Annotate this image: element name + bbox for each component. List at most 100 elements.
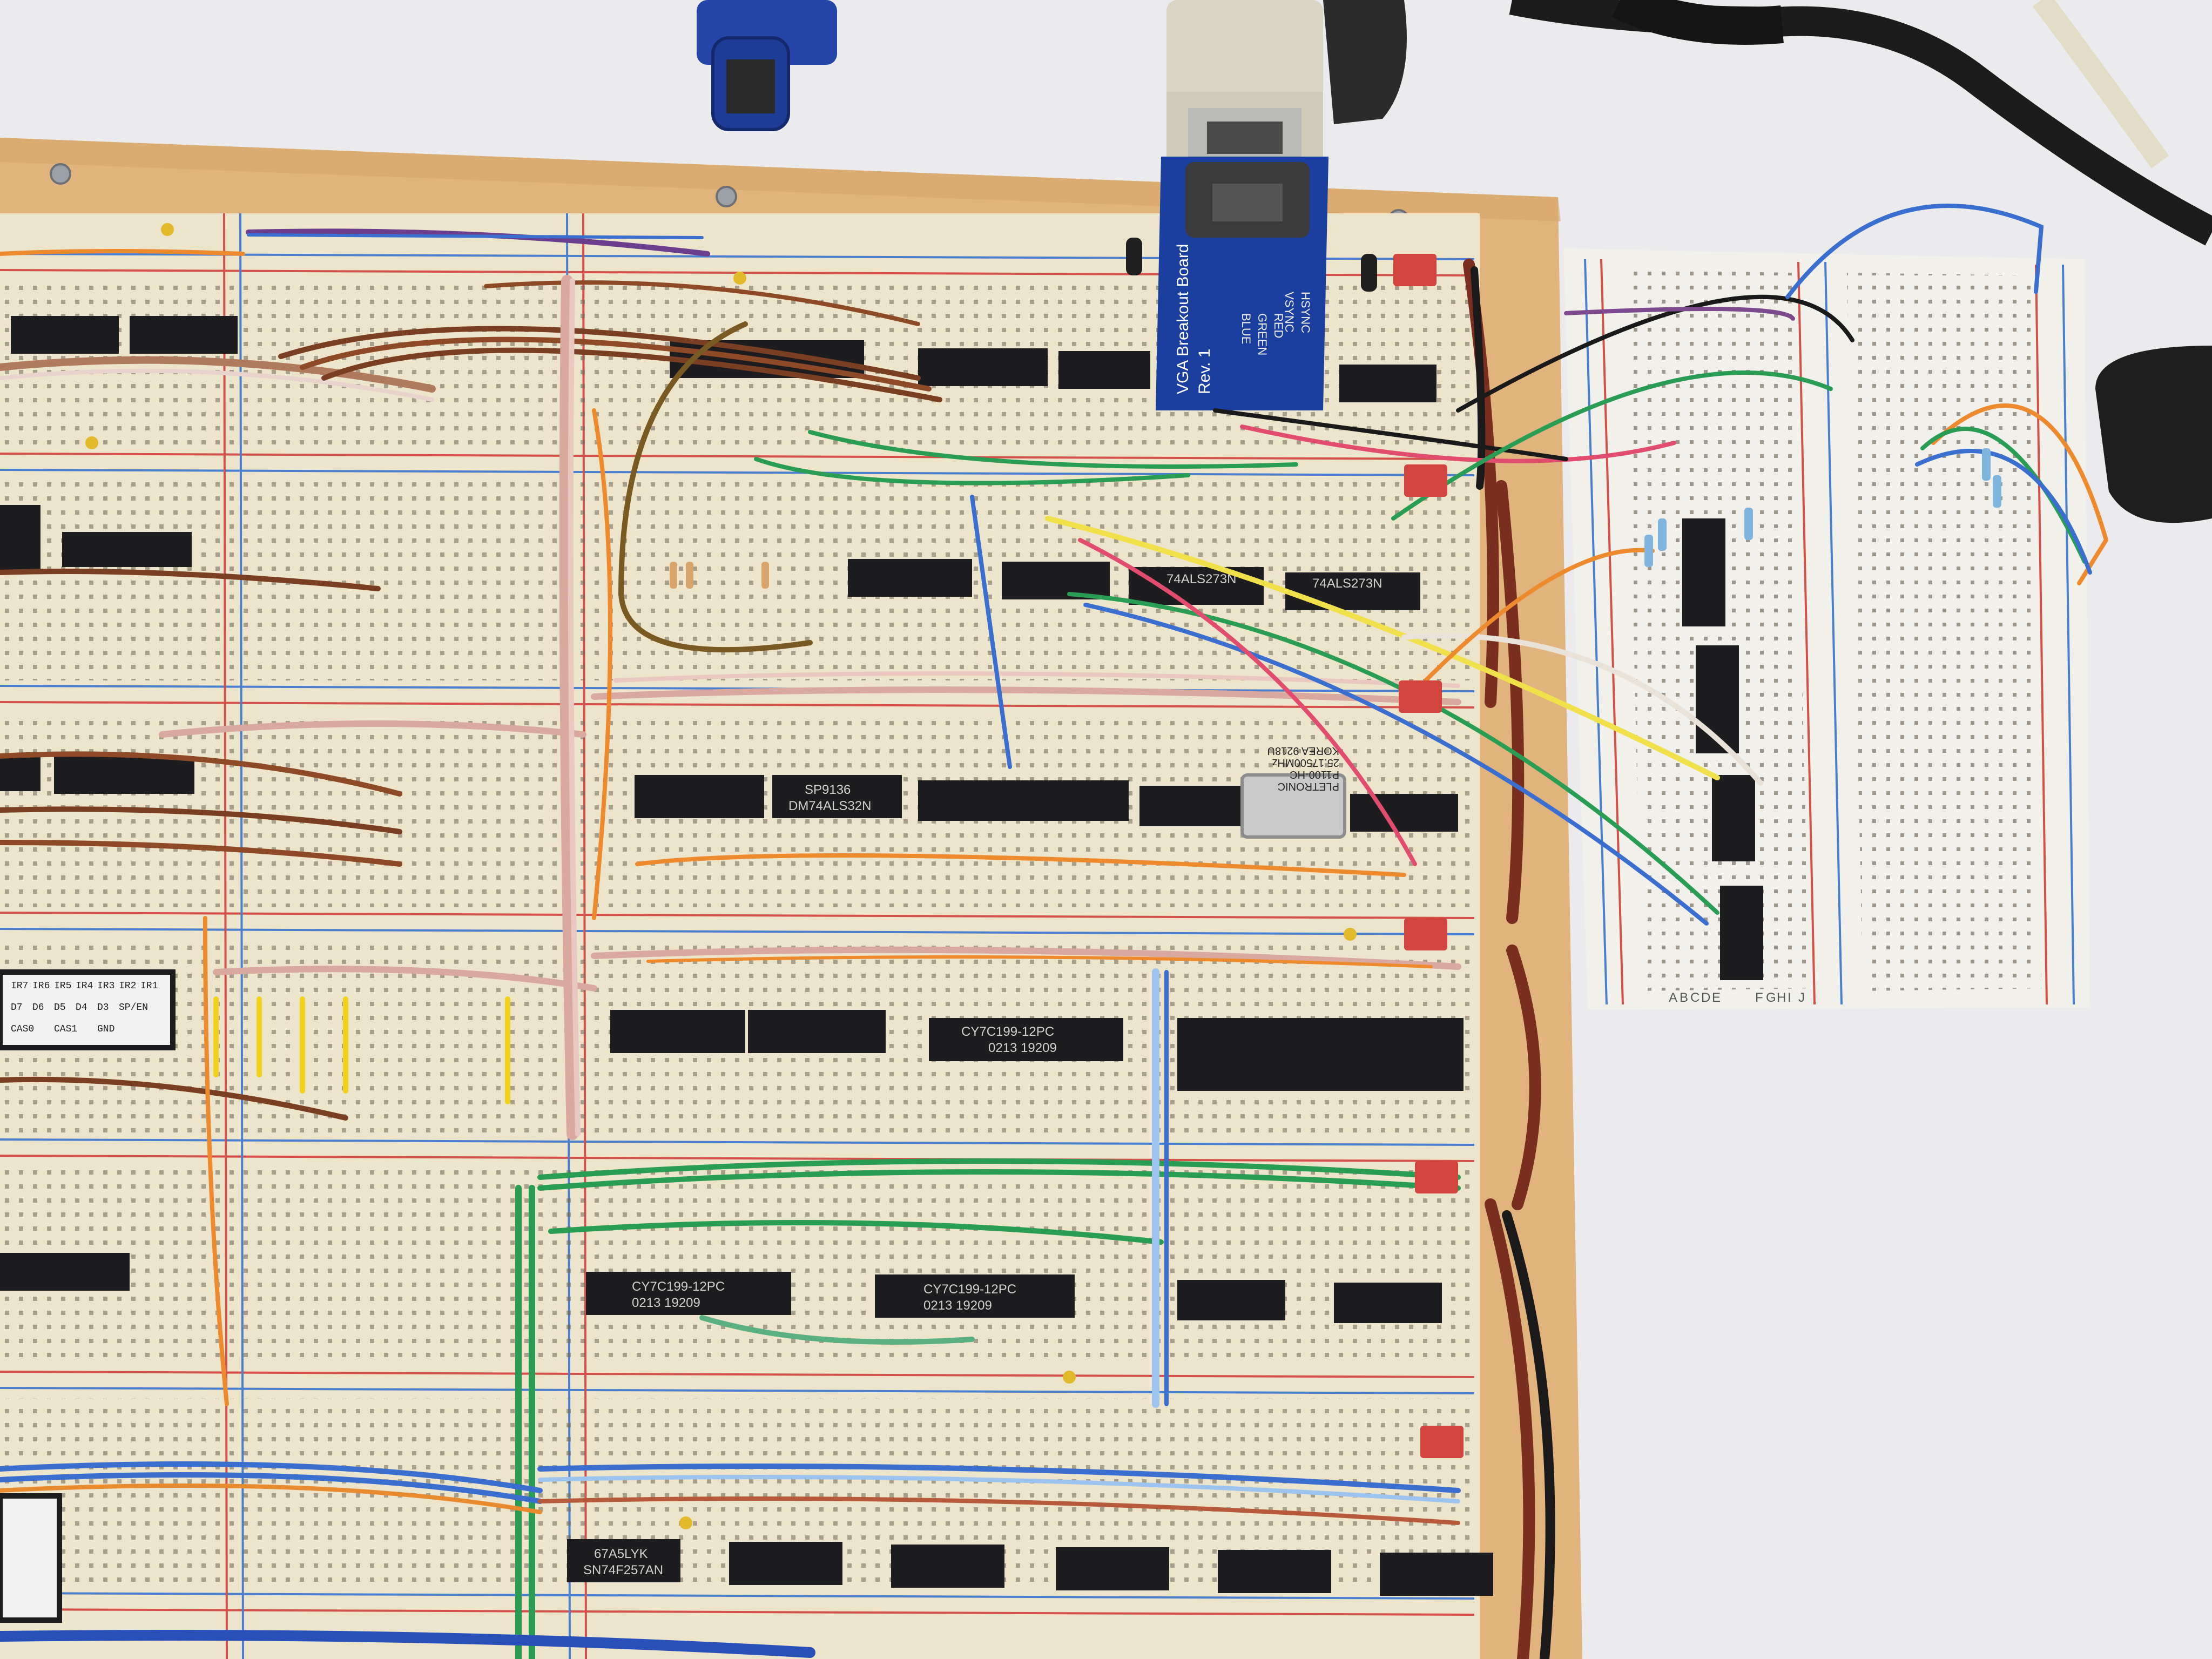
svg-text:IR1: IR1 [140,981,158,992]
svg-text:IR7: IR7 [11,981,28,992]
ic-chip [918,348,1048,386]
ic-chip-74f257 [729,1542,842,1585]
svg-text:P1100-HC: P1100-HC [1290,768,1339,780]
svg-text:CY7C199-12PC: CY7C199-12PC [923,1282,1016,1297]
pin-label-chip: IR7 IR6 IR5 IR4 IR3 IR2 IR1 D7 D6 D5 D4 … [0,969,176,1050]
breadboard-column-labels: A B C D E F G H I J [1669,990,1805,1005]
svg-text:D3: D3 [97,1002,109,1013]
screw-icon [50,163,71,185]
svg-text:F: F [1755,990,1763,1005]
ic-chip-74f257 [567,1539,680,1582]
svg-text:0213 19209: 0213 19209 [632,1296,700,1310]
svg-text:IR4: IR4 [76,981,93,992]
svg-text:E: E [1712,990,1721,1005]
ic-chip-cy7c199 [929,1018,1123,1061]
ic-chip [0,753,41,791]
svg-text:SP9136: SP9136 [805,783,851,797]
ic-chip-cy7c199 [586,1272,791,1315]
ic-chip [0,505,41,570]
crystal-oscillator: PLETRONIC P1100-HC 25.17500MHz KOREA 921… [1240,745,1346,839]
svg-text:RED: RED [1272,313,1285,338]
svg-text:D: D [1701,990,1710,1005]
svg-text:D6: D6 [32,1002,44,1013]
svg-text:D7: D7 [11,1002,23,1013]
capacitors [85,223,1377,1529]
ic-chip [1696,645,1739,753]
vga-connector-blue [697,0,837,131]
ic-chip [748,1010,886,1053]
vga-connector-beige [1166,0,1323,167]
ic-chip-large [1177,1018,1464,1091]
svg-text:25.17500MHz: 25.17500MHz [1272,757,1339,768]
svg-text:J: J [1798,990,1805,1005]
ic-chip [1339,365,1437,402]
ic-chip-74f257 [1380,1553,1493,1596]
svg-text:IR3: IR3 [97,981,114,992]
ic-chip-74f257 [1218,1550,1331,1593]
ic-chip [1177,1280,1285,1320]
ic-chip [1682,518,1725,626]
svg-text:IR6: IR6 [32,981,50,992]
svg-text:GREEN: GREEN [1256,313,1269,355]
svg-text:B: B [1680,990,1688,1005]
beige-cable [2032,0,2169,168]
wire-bundles [0,204,2109,1659]
screw-icon [716,186,737,207]
ic-chip-dm74als32n [772,775,902,818]
svg-text:BLUE: BLUE [1239,313,1253,344]
svg-text:GND: GND [97,1024,114,1035]
svg-text:DM74ALS32N: DM74ALS32N [788,799,871,813]
ic-chips: 74ALS273N 74ALS273N SP9136 DM74ALS32N PL… [0,316,1763,1623]
ic-chip [1002,562,1110,599]
svg-text:H: H [1777,990,1786,1005]
svg-text:Rev. 1: Rev. 1 [1196,349,1213,394]
svg-text:VGA Breakout Board: VGA Breakout Board [1174,244,1192,395]
ic-chip [130,316,238,354]
svg-text:PLETRONIC: PLETRONIC [1278,780,1339,792]
ic-chip-74f257 [1056,1547,1169,1590]
ic-chip [848,559,972,597]
svg-text:0213 19209: 0213 19209 [988,1041,1057,1055]
ic-chip [1350,794,1458,832]
ic-chip [62,532,192,567]
ic-chip-cy7c199 [875,1274,1075,1318]
svg-text:74ALS273N: 74ALS273N [1312,576,1382,591]
ic-chip [635,775,764,818]
ic-chip-74f257 [891,1545,1004,1588]
svg-text:D4: D4 [76,1002,87,1013]
svg-text:A: A [1669,990,1677,1005]
ic-chip [610,1010,745,1053]
svg-text:74ALS273N: 74ALS273N [1166,572,1236,586]
svg-text:D5: D5 [54,1002,66,1013]
svg-text:SN74F257AN: SN74F257AN [583,1563,663,1577]
vga-breakout-board: VGA Breakout Board Rev. 1 BLUE GREEN RED… [1156,157,1328,410]
svg-text:I: I [1788,990,1791,1005]
svg-text:C: C [1690,990,1700,1005]
ic-chip [1712,775,1755,861]
ic-chip [1334,1283,1442,1323]
svg-text:0213 19209: 0213 19209 [923,1298,992,1313]
svg-text:VSYNC: VSYNC [1283,292,1296,333]
black-object [2095,346,2212,523]
resistors [670,448,2001,589]
ic-chip [1720,886,1763,980]
svg-text:KOREA 9218U: KOREA 9218U [1267,745,1339,757]
ic-chip [1058,351,1150,389]
svg-text:G: G [1766,990,1776,1005]
svg-text:CY7C199-12PC: CY7C199-12PC [632,1279,725,1294]
svg-text:SP/EN: SP/EN [119,1002,148,1013]
svg-text:CAS1: CAS1 [54,1024,77,1035]
svg-text:CY7C199-12PC: CY7C199-12PC [961,1024,1054,1039]
header-connectors [1393,254,1464,1458]
svg-text:IR2: IR2 [119,981,136,992]
ic-chip [0,1253,130,1291]
secondary-rails [1584,259,2075,1005]
svg-text:CAS0: CAS0 [11,1024,34,1035]
svg-text:HSYNC: HSYNC [1299,292,1312,333]
ic-chip [1285,572,1420,610]
vga-connector-black [1323,0,1407,124]
ic-chip [918,780,1129,821]
pin-label-chip [0,1493,62,1623]
ic-chip [54,756,194,794]
